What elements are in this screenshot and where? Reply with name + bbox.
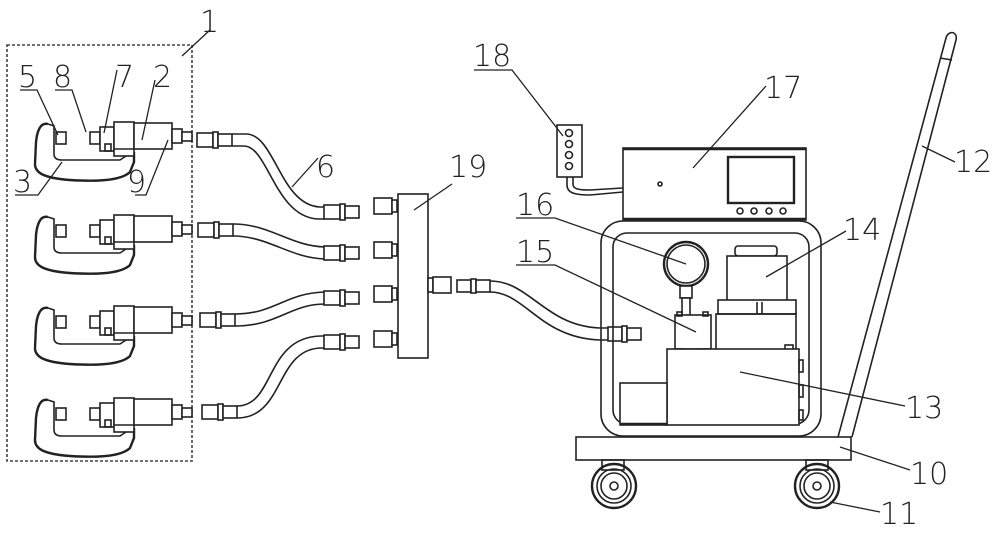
- hose-2: [197, 221, 360, 262]
- pressure-gauge: [662, 240, 710, 317]
- label-18: 18: [473, 39, 511, 74]
- label-3: 3: [13, 165, 32, 200]
- tool-3: [33, 304, 194, 366]
- reference-labels: 1 5 8 7 2 3 9 6 19 18 17 16 15 14 13 12 …: [13, 5, 992, 532]
- label-10: 10: [910, 457, 948, 492]
- label-8: 8: [53, 60, 72, 95]
- leader-lines: [15, 29, 956, 513]
- label-15: 15: [516, 235, 554, 270]
- motor: [715, 245, 797, 351]
- hose-3: [199, 289, 360, 329]
- label-11: 11: [880, 497, 918, 532]
- tool-1: [33, 120, 194, 182]
- tool-group-boundary: [6, 44, 193, 462]
- label-5: 5: [18, 60, 37, 95]
- cart-base: [575, 436, 852, 471]
- label-17: 17: [764, 71, 802, 106]
- label-19: 19: [449, 150, 487, 185]
- label-6: 6: [316, 150, 335, 185]
- label-12: 12: [954, 145, 992, 180]
- label-9: 9: [127, 165, 146, 200]
- tool-2: [33, 213, 194, 275]
- label-16: 16: [516, 188, 554, 223]
- handle: [837, 31, 958, 438]
- main-hose: [456, 278, 642, 343]
- control-box: [622, 147, 807, 221]
- hose-4: [201, 333, 360, 421]
- valve-block: [674, 311, 712, 354]
- oil-tank: [619, 348, 804, 426]
- label-2: 2: [153, 60, 172, 95]
- hose-1: [196, 131, 360, 221]
- distribution-block: [373, 193, 452, 359]
- tool-4: [33, 396, 194, 458]
- label-1: 1: [200, 5, 219, 40]
- label-14: 14: [843, 213, 881, 248]
- label-13: 13: [905, 391, 943, 426]
- remote-pendant: [556, 124, 624, 196]
- label-7: 7: [115, 60, 134, 95]
